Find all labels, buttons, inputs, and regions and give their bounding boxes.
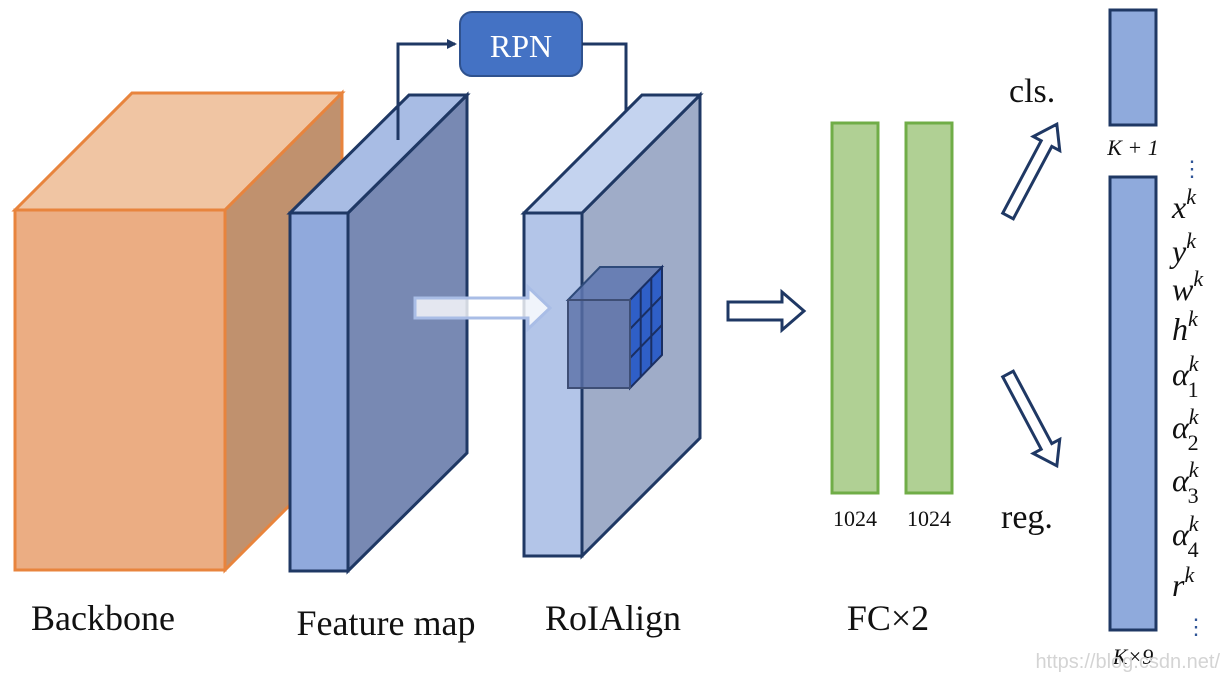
backbone-label: Backbone [31, 598, 175, 638]
cls-output-bar [1108, 8, 1158, 127]
rpn-box: RPN [459, 11, 583, 77]
cls-output-dim: K + 1 [1106, 135, 1159, 160]
fc-label: FC×2 [847, 598, 929, 638]
feature-to-rpn-arrow [396, 39, 457, 140]
fc-layer-1 [830, 121, 880, 495]
reg-output-symbol: rk [1172, 562, 1195, 603]
rpn-to-roialign-arrow [582, 42, 631, 138]
roialign-to-fc-hollow-arrow [726, 288, 807, 334]
reg-output-dim: K×9 [1112, 644, 1154, 669]
rpn-label: RPN [490, 28, 552, 64]
watermark: https://blog.csdn.net/ [1035, 651, 1220, 673]
feature-map-slab [286, 91, 471, 575]
feature-map-label: Feature map [297, 603, 476, 643]
reg-label: reg. [1001, 499, 1053, 536]
feature-map-front-face [288, 211, 350, 573]
fc-layer-2-dim: 1024 [907, 506, 951, 531]
reg-hollow-arrow [1000, 369, 1062, 469]
reg-output-symbol: xk [1171, 184, 1197, 225]
cls-hollow-arrow [1000, 121, 1062, 221]
fc-layer-2 [904, 121, 954, 495]
backbone-front-face [13, 208, 227, 572]
reg-output-bar [1108, 175, 1158, 632]
roialign-label: RoIAlign [545, 598, 681, 638]
cls-label: cls. [1009, 73, 1055, 110]
reg-output-symbol: hk [1172, 306, 1199, 347]
feature-to-roialign-hollow-arrow [413, 283, 553, 333]
roi-cube-front [567, 299, 631, 389]
reg-output-symbol: wk [1172, 266, 1204, 307]
ellipsis-bottom: ⋮ [1185, 614, 1207, 639]
reg-output-symbol: yk [1169, 228, 1197, 269]
fc-layer-1-dim: 1024 [833, 506, 877, 531]
roi-cube [565, 264, 665, 391]
ellipsis-top: ⋮ [1181, 156, 1203, 181]
